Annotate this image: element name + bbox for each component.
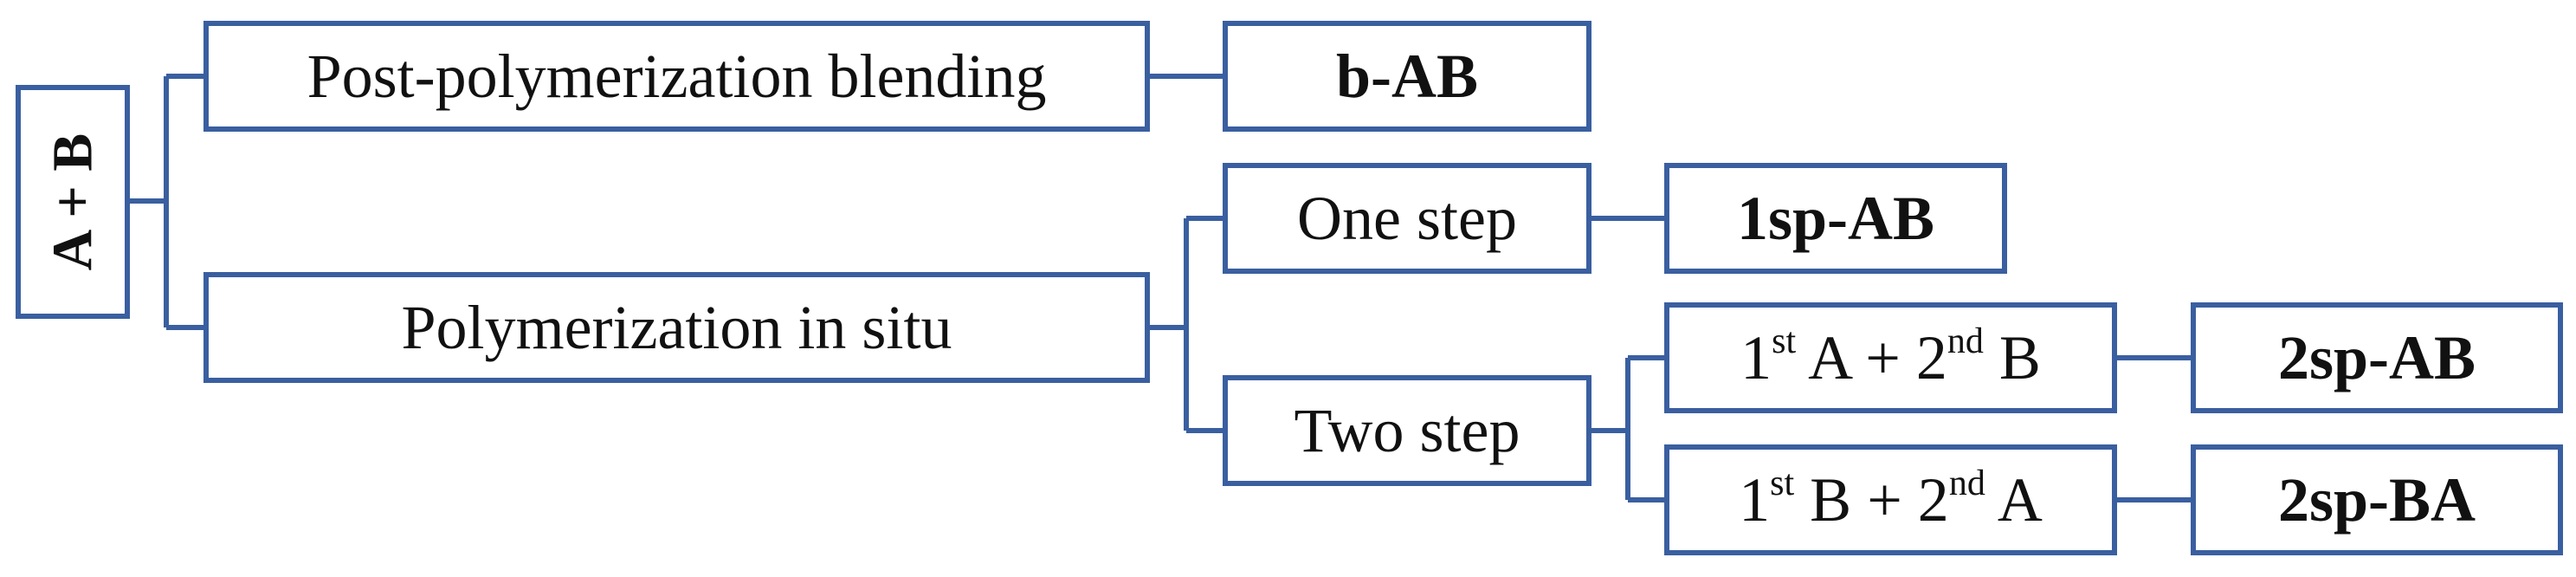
root-box: A + B [16, 85, 130, 319]
b-ab-label: b-AB [1335, 41, 1479, 111]
in-situ-box: Polymerization in situ [203, 272, 1150, 383]
first-a-second-b-box: 1st A + 2nd B [1664, 302, 2117, 413]
two-step-label: Two step [1294, 395, 1520, 465]
1sp-ab-label: 1sp-AB [1736, 183, 1935, 253]
two-step-box: Two step [1223, 375, 1591, 486]
2sp-ab-box: 2sp-AB [2191, 302, 2563, 413]
one-step-box: One step [1223, 163, 1591, 274]
first-b-second-a-label: 1st B + 2nd A [1739, 463, 2043, 535]
blending-label: Post-polymerization blending [307, 41, 1047, 111]
root-label: A + B [41, 133, 104, 271]
2sp-ba-box: 2sp-BA [2191, 444, 2563, 555]
first-a-second-b-label: 1st A + 2nd B [1740, 321, 2041, 392]
blending-box: Post-polymerization blending [203, 21, 1150, 132]
in-situ-label: Polymerization in situ [401, 292, 952, 362]
2sp-ba-label: 2sp-BA [2277, 464, 2476, 535]
one-step-label: One step [1297, 183, 1517, 253]
first-b-second-a-box: 1st B + 2nd A [1664, 444, 2117, 555]
b-ab-box: b-AB [1223, 21, 1591, 132]
1sp-ab-box: 1sp-AB [1664, 163, 2007, 274]
2sp-ab-label: 2sp-AB [2277, 322, 2476, 392]
